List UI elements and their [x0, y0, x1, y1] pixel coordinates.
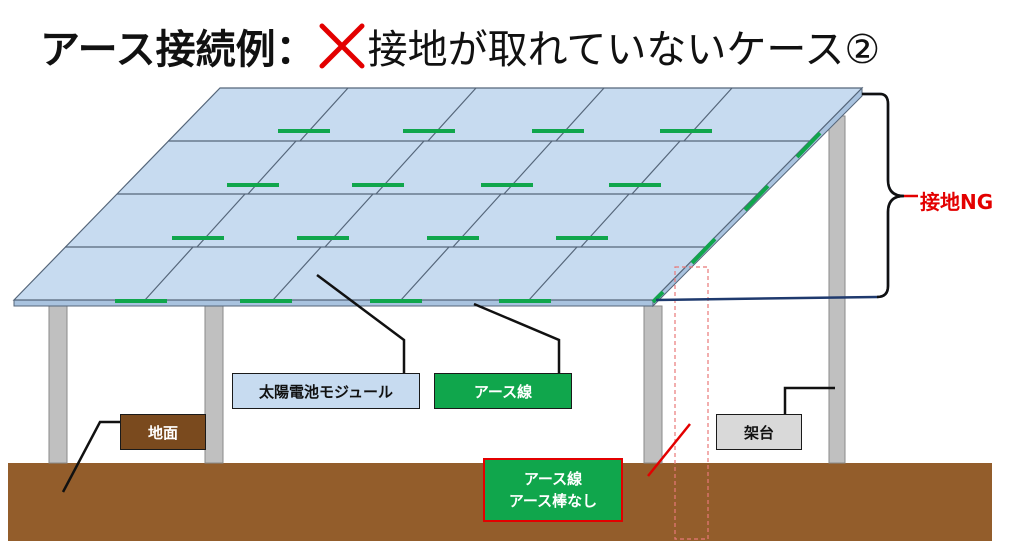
mount-post [204, 305, 224, 464]
red-x-mark-icon [319, 23, 365, 69]
no-earth-rod-line2: アース棒なし [508, 492, 598, 510]
mount-post [48, 305, 68, 464]
ground-label: 地面 [120, 414, 206, 450]
earth-wire-segments [115, 129, 822, 304]
mount-post [828, 115, 846, 464]
no-earth-rod-label: アース線 アース棒なし [483, 458, 623, 522]
leader-line-red [647, 423, 691, 477]
earth-wire-label: アース線 [434, 373, 572, 409]
mount-label: 架台 [716, 414, 802, 450]
missing-earth-rod-box [674, 266, 709, 540]
title-main: アース接続例： [40, 27, 316, 73]
page-title: アース接続例： 接地が取れていないケース② [40, 16, 880, 76]
no-earth-rod-line1: アース線 [523, 470, 583, 488]
title-sub: 接地が取れていないケース② [367, 27, 881, 73]
leader-lines [61, 273, 835, 493]
solar-panel-array [12, 86, 864, 308]
mount-posts [48, 115, 846, 464]
grounding-ng-label: 接地NG [920, 189, 994, 214]
solar-module-label: 太陽電池モジュール [232, 373, 420, 409]
mount-post [643, 305, 663, 464]
